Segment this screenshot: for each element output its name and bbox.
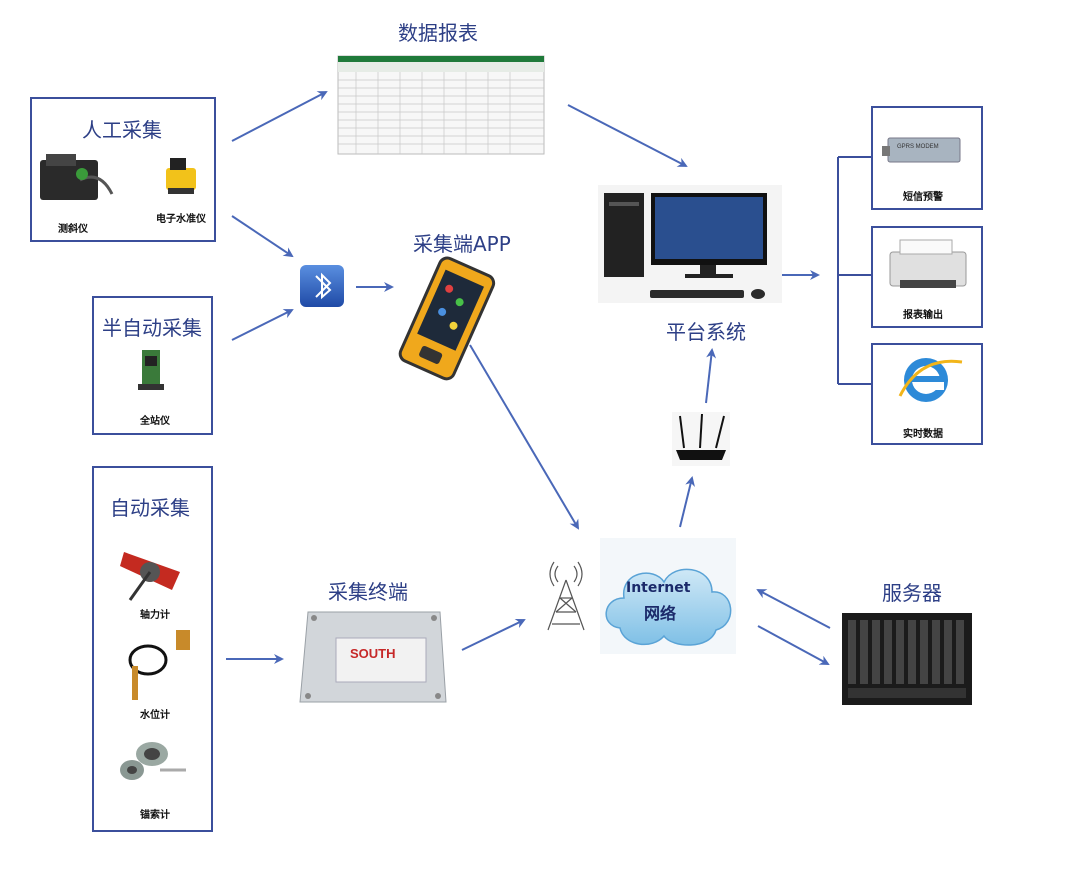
output-bracket xyxy=(837,156,871,385)
platform-system-title: 平台系统 xyxy=(666,320,746,344)
gprs-modem-icon xyxy=(882,137,961,163)
auto-collection-title: 自动采集 xyxy=(110,496,190,520)
axial-force-meter-icon xyxy=(120,552,180,601)
data-report-title: 数据报表 xyxy=(398,21,478,45)
arrow-app-to-network xyxy=(469,344,580,530)
total-station-caption: 全站仪 xyxy=(140,416,170,427)
auto-collection-box xyxy=(92,466,213,832)
inclinometer-icon xyxy=(40,154,114,200)
total-station-icon xyxy=(138,350,164,390)
arrow-router-to-platform xyxy=(705,348,717,404)
signal-tower-icon xyxy=(547,561,585,631)
electronic-level-caption: 电子水准仪 xyxy=(156,214,206,225)
collection-app-title: 采集端APP xyxy=(413,232,511,256)
collection-terminal-icon xyxy=(299,611,447,703)
arrow-manual-to-bluetooth xyxy=(231,215,294,258)
bluetooth-icon xyxy=(300,265,344,307)
arrow-network-to-router xyxy=(679,476,695,528)
report-output-caption: 报表输出 xyxy=(903,310,943,321)
electronic-level-icon xyxy=(166,158,196,194)
arrow-terminal-to-network xyxy=(461,618,526,651)
arrow-server-to-network xyxy=(756,589,831,629)
printer-icon xyxy=(889,239,967,288)
anchor-cable-meter-icon xyxy=(120,742,186,780)
arrow-manual-to-report xyxy=(231,91,328,142)
collection-terminal-title: 采集终端 xyxy=(328,580,408,604)
water-level-meter-caption: 水位计 xyxy=(140,710,170,721)
cloud-label-network: 网络 xyxy=(644,604,677,623)
router-icon xyxy=(672,412,730,466)
semi-auto-collection-title: 半自动采集 xyxy=(102,316,202,340)
cloud-label-internet: Internet xyxy=(626,580,691,596)
arrow-semi-to-bluetooth xyxy=(231,309,294,341)
handheld-device-icon xyxy=(398,256,496,381)
arrows xyxy=(226,91,831,665)
ie-browser-icon xyxy=(898,358,963,402)
inclinometer-caption: 测斜仪 xyxy=(58,224,88,235)
manual-collection-title: 人工采集 xyxy=(82,118,162,142)
server-rack-icon xyxy=(842,613,972,705)
water-level-meter-icon xyxy=(128,630,190,700)
terminal-brand: SOUTH xyxy=(350,646,396,661)
spreadsheet-icon xyxy=(337,55,545,155)
arrow-network-to-server xyxy=(757,625,830,665)
desktop-computer-icon xyxy=(598,185,782,303)
arrow-report-to-platform xyxy=(567,104,688,167)
internet-cloud-icon xyxy=(600,538,736,654)
axial-force-meter-caption: 轴力计 xyxy=(140,610,170,621)
sms-alert-caption: 短信预警 xyxy=(903,192,943,203)
realtime-data-caption: 实时数据 xyxy=(903,429,943,440)
anchor-cable-meter-caption: 锚索计 xyxy=(140,810,170,821)
server-title: 服务器 xyxy=(882,581,942,605)
gprs-label: GPRS MODEM xyxy=(897,144,939,150)
